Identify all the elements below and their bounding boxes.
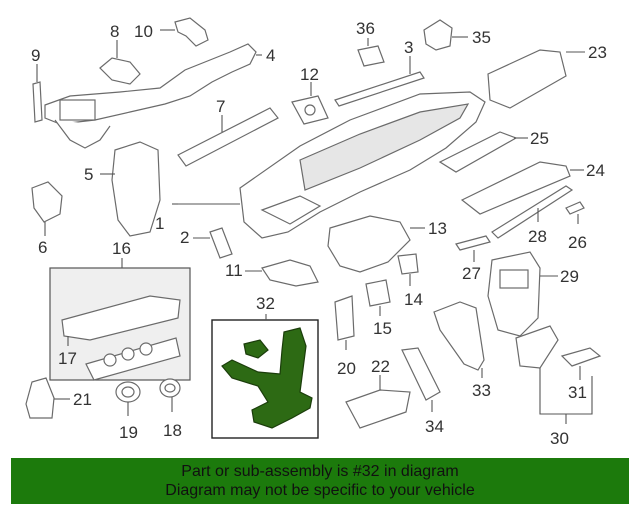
callout-7: 7 xyxy=(216,97,225,116)
part-3-defrost-strip xyxy=(334,71,425,107)
part-20-panel xyxy=(334,295,355,341)
part-19-ring xyxy=(115,381,141,403)
callout-1: 1 xyxy=(155,214,164,233)
callout-23: 23 xyxy=(588,43,607,62)
part-15-clip xyxy=(365,279,391,307)
callout-34: 34 xyxy=(425,417,444,436)
part-11-bracket xyxy=(261,259,319,287)
part-12-plate xyxy=(291,95,329,125)
callout-6: 6 xyxy=(38,238,47,257)
callout-24: 24 xyxy=(586,161,605,180)
part-21-cover xyxy=(25,377,55,419)
part-4-crossbeam xyxy=(44,43,257,149)
part-6-bracket xyxy=(31,181,63,223)
part-5-center-support xyxy=(111,141,161,237)
callout-26: 26 xyxy=(568,233,587,252)
group-16-box xyxy=(49,267,191,381)
part-36-clip xyxy=(357,45,385,67)
part-10-bracket xyxy=(174,17,209,47)
callout-4: 4 xyxy=(266,46,275,65)
part-31-pad xyxy=(560,347,602,367)
banner-line-2: Diagram may not be specific to your vehi… xyxy=(165,482,475,499)
callout-35: 35 xyxy=(472,28,491,47)
part-28-strip xyxy=(491,185,574,239)
part-8-bracket xyxy=(99,57,141,85)
banner-line-1: Part or sub-assembly is #32 in diagram xyxy=(181,463,459,480)
part-26-clip xyxy=(565,201,585,215)
callout-33: 33 xyxy=(472,381,491,400)
callout-13: 13 xyxy=(428,219,447,238)
part-32-highlight-box xyxy=(211,319,319,439)
part-29-housing xyxy=(487,251,541,337)
callout-11: 11 xyxy=(225,261,243,280)
callout-19: 19 xyxy=(119,423,138,442)
callout-16: 16 xyxy=(112,239,131,258)
info-banner: Part or sub-assembly is #32 in diagram D… xyxy=(11,458,629,504)
part-24-trim-strip xyxy=(460,161,571,215)
callout-10: 10 xyxy=(134,22,153,41)
callout-30: 30 xyxy=(550,429,569,448)
part-27-clip xyxy=(455,235,491,251)
callout-25: 25 xyxy=(530,129,549,148)
part-33-side-panel xyxy=(433,301,485,371)
callout-5: 5 xyxy=(84,165,93,184)
callout-15: 15 xyxy=(373,319,392,338)
callout-36: 36 xyxy=(356,19,375,38)
callout-31: 31 xyxy=(568,383,587,402)
callout-20: 20 xyxy=(337,359,356,378)
part-14-clip xyxy=(397,253,419,275)
callout-32: 32 xyxy=(256,294,275,313)
callout-28: 28 xyxy=(528,227,547,246)
part-7-rail xyxy=(177,107,279,167)
callout-18: 18 xyxy=(163,421,182,440)
part-9-strip xyxy=(32,81,43,123)
callout-22: 22 xyxy=(371,357,390,376)
callout-29: 29 xyxy=(560,267,579,286)
part-35-cover xyxy=(423,19,453,51)
part-30-bezel xyxy=(515,325,559,369)
callout-14: 14 xyxy=(404,290,423,309)
part-22-trim xyxy=(345,389,411,429)
part-13-duct xyxy=(327,215,411,273)
callout-17: 17 xyxy=(58,349,77,368)
callout-27: 27 xyxy=(462,264,481,283)
part-23-airbag-module xyxy=(487,49,567,109)
callout-2: 2 xyxy=(180,228,189,247)
callout-8: 8 xyxy=(110,22,119,41)
part-34-trim xyxy=(401,347,441,401)
callout-21: 21 xyxy=(73,390,92,409)
part-18-ring xyxy=(159,378,181,398)
callout-12: 12 xyxy=(300,65,319,84)
callout-3: 3 xyxy=(404,38,413,57)
callout-9: 9 xyxy=(31,46,40,65)
part-2-clip xyxy=(209,227,233,259)
part-1-instrument-panel xyxy=(239,91,486,239)
